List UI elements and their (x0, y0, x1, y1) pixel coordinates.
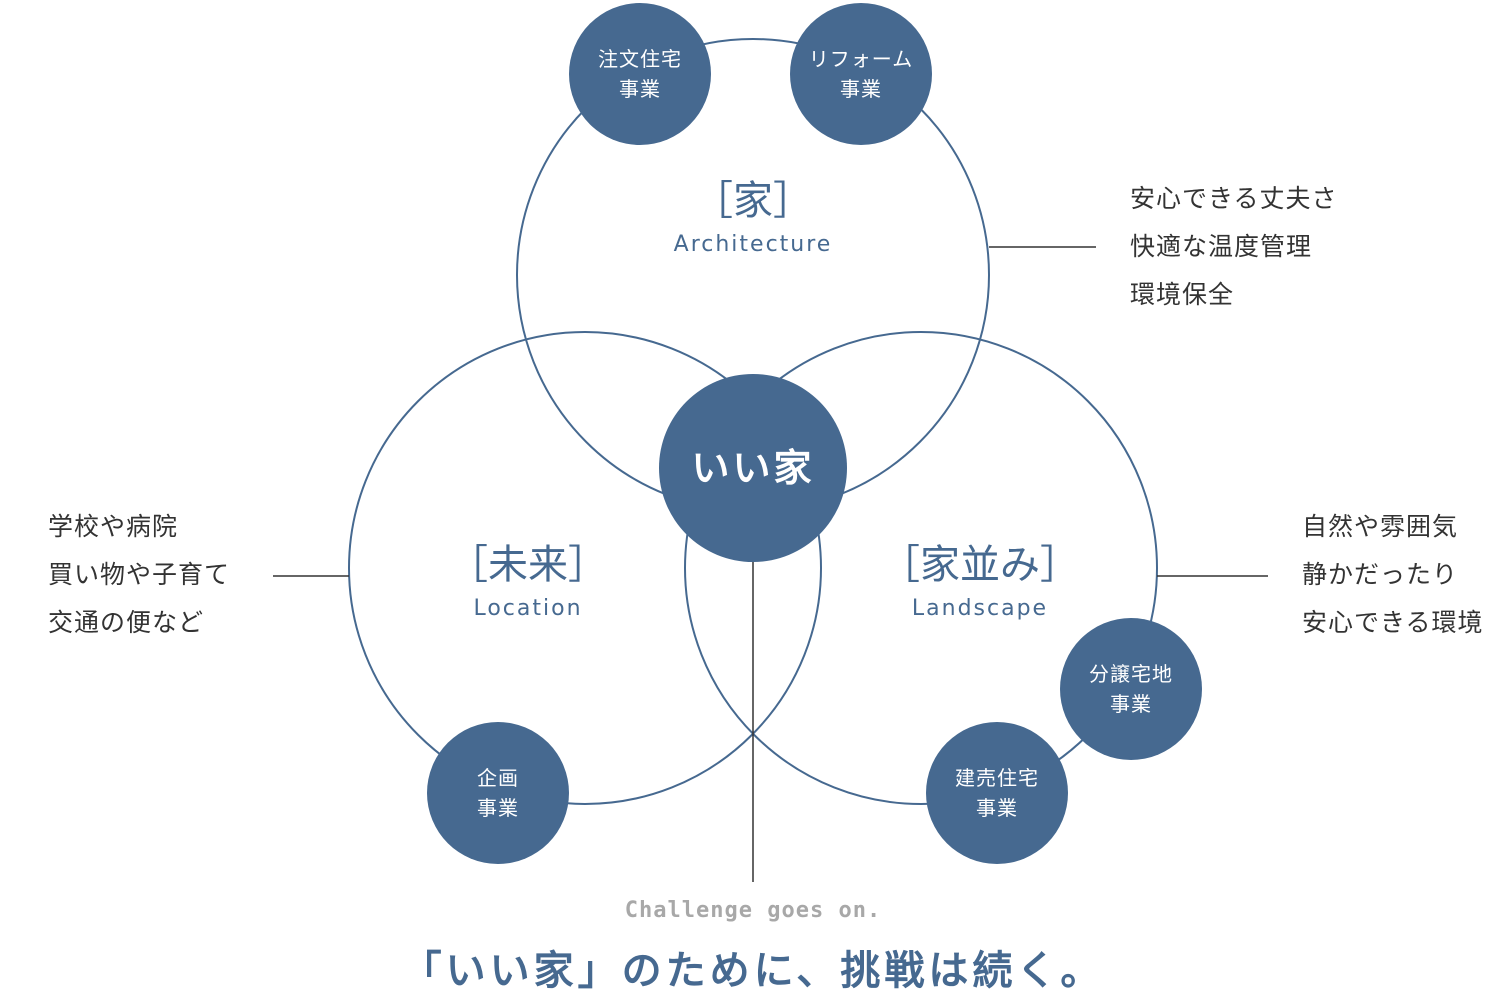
node-label: 事業 (1110, 692, 1152, 716)
node-planning-business: 企画 事業 (427, 722, 569, 864)
center-label: いい家 (691, 446, 815, 490)
node-label: 建売住宅 (955, 766, 1039, 790)
features-landscape: 自然や雰囲気 静かだったり 安心できる環境 (1302, 503, 1484, 647)
region-title: ［家］ (693, 178, 813, 224)
feature-item: 安心できる環境 (1302, 608, 1484, 637)
node-residential-land-business: 分譲宅地 事業 (1060, 618, 1202, 760)
node-label: リフォーム (808, 47, 914, 71)
feature-item: 快適な温度管理 (1130, 232, 1313, 261)
features-architecture: 安心できる丈夫さ 快適な温度管理 環境保全 (1130, 175, 1338, 319)
feature-item: 交通の便など (48, 608, 205, 637)
region-subtitle: Architecture (673, 232, 833, 257)
node-center-good-home: いい家 (659, 374, 847, 562)
region-label-landscape: ［家並み］ Landscape (830, 540, 1130, 624)
feature-item: 学校や病院 (48, 512, 179, 541)
node-label: 分譲宅地 (1089, 662, 1173, 686)
node-label: 事業 (976, 796, 1018, 820)
feature-item: 静かだったり (1302, 560, 1459, 589)
region-label-location: ［未来］ Location (378, 540, 678, 624)
feature-item: 安心できる丈夫さ (1130, 184, 1338, 213)
feature-item: 自然や雰囲気 (1302, 512, 1459, 541)
node-built-for-sale-business: 建売住宅 事業 (926, 722, 1068, 864)
circle-landscape (684, 331, 1158, 805)
node-label: 事業 (477, 796, 519, 820)
node-label: 事業 (840, 77, 882, 101)
feature-item: 環境保全 (1130, 280, 1235, 309)
node-label: 事業 (619, 77, 661, 101)
region-title: ［未来］ (448, 542, 608, 588)
features-location: 学校や病院 買い物や子育て 交通の便など (48, 503, 230, 647)
region-label-architecture: ［家］ Architecture (603, 176, 903, 260)
node-label: 注文住宅 (598, 47, 682, 71)
circle-location (348, 331, 822, 805)
tagline-japanese: 「いい家」のために、挑戦は続く。 (401, 948, 1105, 994)
feature-item: 買い物や子育て (48, 560, 231, 589)
region-subtitle: Landscape (911, 596, 1049, 621)
region-subtitle: Location (473, 596, 583, 621)
region-title: ［家並み］ (880, 542, 1080, 588)
node-reform-business: リフォーム 事業 (790, 3, 932, 145)
tagline-english: Challenge goes on. (624, 898, 882, 923)
node-custom-home-business: 注文住宅 事業 (569, 3, 711, 145)
node-label: 企画 (477, 766, 519, 790)
